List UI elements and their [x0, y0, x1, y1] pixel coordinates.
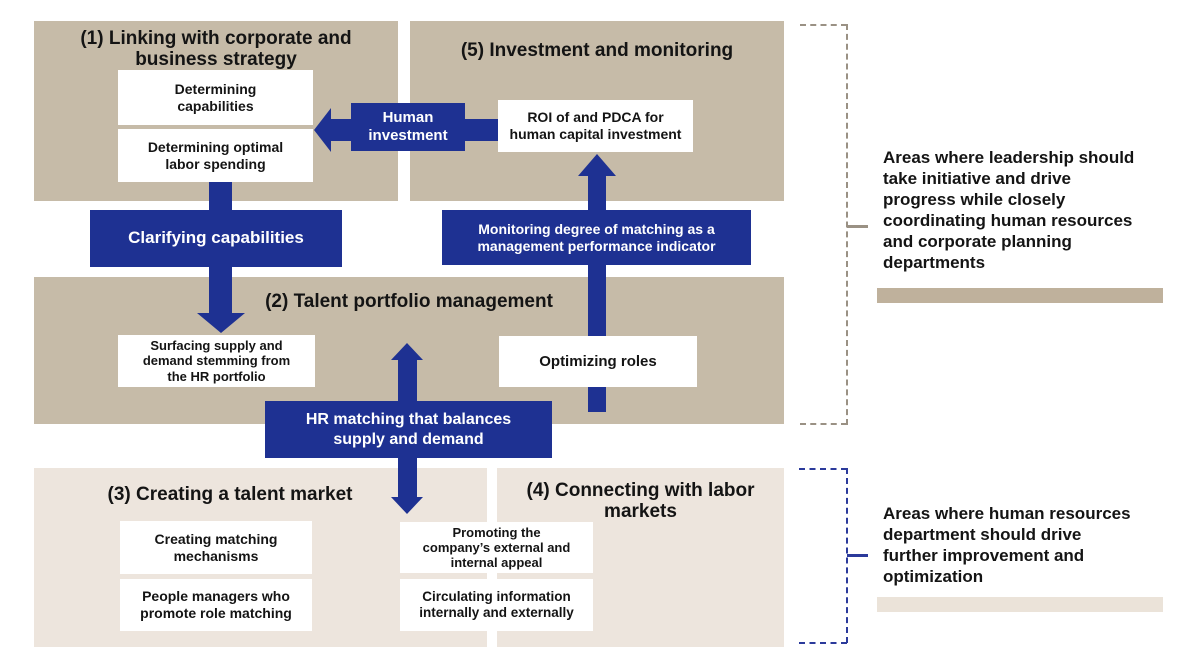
card-optimizing-roles: Optimizing roles: [499, 336, 697, 387]
bracket-hr-dept-tick: [847, 554, 868, 557]
label-monitoring-degree: Monitoring degree of matching as a manag…: [442, 210, 751, 265]
bracket-leadership-top-line: [800, 24, 847, 26]
arrow-monitoring-head-icon: [578, 154, 616, 176]
section-3-title: (3) Creating a talent market: [107, 484, 353, 505]
section-5-title: (5) Investment and monitoring: [460, 40, 734, 61]
card-roi-pdca: ROI of and PDCA for human capital invest…: [498, 100, 693, 152]
card-circulating-information: Circulating information internally and e…: [400, 579, 593, 631]
arrow-hr-matching-down-head-icon: [391, 497, 423, 514]
bracket-leadership-tick: [847, 225, 868, 228]
arrow-clarifying-head-icon: [197, 313, 245, 333]
label-human-investment: Human investment: [351, 103, 465, 151]
bracket-hr-dept-top-line: [799, 468, 847, 470]
card-promoting-appeal: Promoting the company’s external and int…: [400, 522, 593, 573]
card-determining-labor-spending: Determining optimal labor spending: [118, 129, 313, 182]
card-people-managers: People managers who promote role matchin…: [120, 579, 312, 631]
annotation-hr-dept: Areas where human resources department s…: [883, 504, 1131, 587]
card-surfacing-supply-demand: Surfacing supply and demand stemming fro…: [118, 335, 315, 387]
arrow-hr-matching-up-head-icon: [391, 343, 423, 360]
card-determining-capabilities: Determining capabilities: [118, 70, 313, 125]
bracket-leadership-bottom-line: [800, 423, 847, 425]
bracket-leadership-vertical-line: [846, 24, 848, 425]
card-creating-matching-mechanisms: Creating matching mechanisms: [120, 521, 312, 574]
bracket-hr-dept-bottom-line: [799, 642, 847, 644]
section-2-title: (2) Talent portfolio management: [265, 291, 553, 312]
annotation-leadership-bar: [877, 288, 1163, 303]
arrow-human-investment-head-icon: [314, 108, 331, 152]
section-1-title: (1) Linking with corporate and business …: [80, 28, 352, 71]
label-clarifying-capabilities: Clarifying capabilities: [90, 210, 342, 267]
annotation-hr-dept-bar: [877, 597, 1163, 612]
section-4-title: (4) Connecting with labor markets: [526, 480, 755, 523]
annotation-leadership: Areas where leadership should take initi…: [883, 148, 1135, 273]
label-hr-matching: HR matching that balances supply and dem…: [265, 401, 552, 458]
